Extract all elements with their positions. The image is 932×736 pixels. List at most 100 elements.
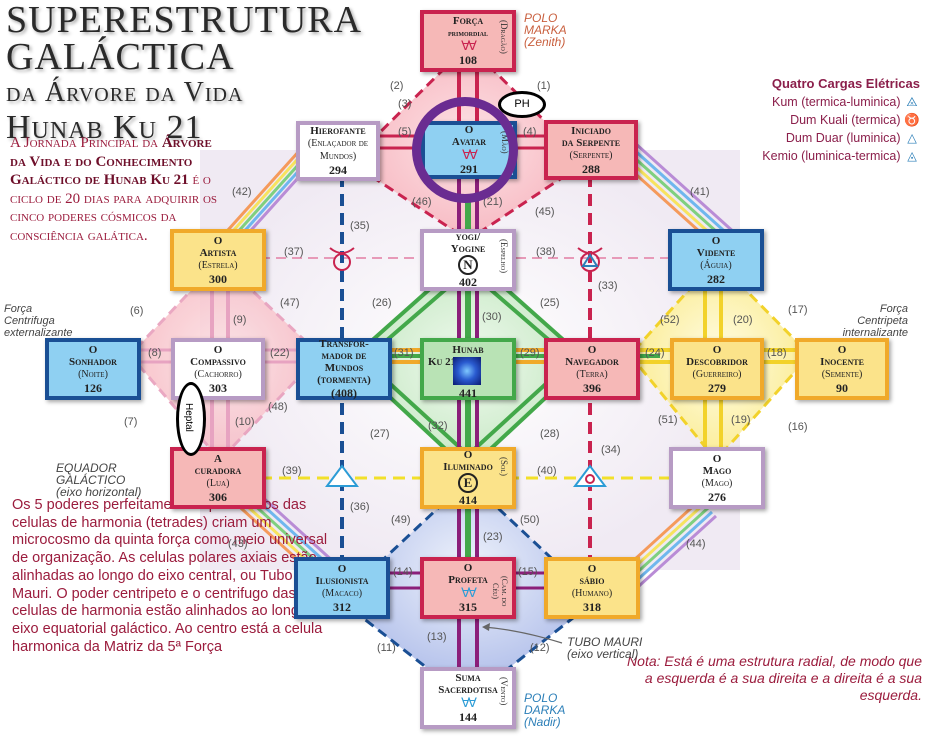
- path-number: (10): [235, 416, 255, 428]
- path-number: (20): [733, 314, 753, 326]
- path-number: (30): [482, 311, 502, 323]
- node-artista[interactable]: O Artista (Estrela) 300: [170, 229, 266, 291]
- title-line-1: SUPERESTRUTURA: [6, 0, 363, 41]
- path-number: (39): [282, 465, 302, 477]
- node-ilusionista[interactable]: O Ilusionista (Macaco) 312: [294, 557, 390, 619]
- path-number: (14): [393, 566, 413, 578]
- node-vidente[interactable]: O Vidente (Águia) 282: [668, 229, 764, 291]
- path-number: (22): [270, 347, 290, 359]
- path-number: (44): [686, 538, 706, 550]
- path-number: (43): [228, 538, 248, 550]
- path-number: (26): [372, 297, 392, 309]
- kum-icon: ⨻: [906, 95, 918, 109]
- dum-duar-icon: △: [907, 131, 917, 145]
- tubo-mauri-arrow: [482, 623, 563, 644]
- path-number: (48): [268, 401, 288, 413]
- node-suma-sacerdotisa[interactable]: Suma Sacerdotisa ∀∀ 144 (Vento): [420, 667, 516, 729]
- path-number: (33): [598, 280, 618, 292]
- electric-symbol-icon: ∀∀: [461, 695, 477, 710]
- path-number: (36): [350, 501, 370, 513]
- path-number: (32): [428, 420, 448, 432]
- path-number: (21): [483, 196, 503, 208]
- node-profeta[interactable]: O Profeta ∀∀ 315 (Cam. do Céu): [420, 557, 516, 619]
- electric-symbol-icon: ∀∀: [461, 38, 477, 53]
- legend-title: Quatro Cargas Elétricas: [771, 76, 920, 91]
- path-number: (51): [658, 414, 678, 426]
- path-number: (1): [537, 80, 551, 92]
- node-iluminado[interactable]: O Iluminado E 414 (Sol): [420, 447, 516, 509]
- legend-item: Dum Duar (luminica) △: [762, 129, 920, 147]
- node-inocente[interactable]: O Inocente (Semente) 90: [795, 338, 889, 400]
- node-iniciado-da-serpente[interactable]: Iniciado da Serpente (Serpente) 288: [544, 120, 638, 180]
- title-line-2: GALÁCTICA: [6, 36, 235, 78]
- path-number: (6): [130, 305, 144, 317]
- path-number: (16): [788, 421, 808, 433]
- path-number: (45): [535, 206, 555, 218]
- description-text: Os 5 poderes perfeitamente equili-brados…: [12, 497, 328, 655]
- circled-e-icon: E: [458, 473, 478, 493]
- avatar-highlight-ring: [412, 97, 518, 203]
- node-forca-primordial[interactable]: Força primordial ∀∀ 108 (Dragão): [420, 10, 516, 72]
- path-number: (31): [394, 347, 414, 359]
- path-number: (4): [523, 126, 537, 138]
- path-number: (41): [690, 186, 710, 198]
- node-sonhador[interactable]: O Sonhador (Noite) 126: [45, 338, 141, 400]
- page-title: SUPERESTRUTURA GALÁCTICA da Árvore da Vi…: [6, 0, 363, 146]
- path-number: (28): [540, 428, 560, 440]
- path-number: (24): [645, 347, 665, 359]
- path-number: (23): [483, 531, 503, 543]
- kum-symbol: [577, 247, 603, 272]
- path-number: (37): [284, 246, 304, 258]
- legend: Quatro Cargas Elétricas Kum (termica-lum…: [762, 76, 920, 165]
- legend-item: Dum Kuali (termica) ♉: [790, 113, 920, 127]
- path-number: (38): [536, 246, 556, 258]
- path-number: (7): [124, 416, 138, 428]
- title-line-3: da Árvore da Vida: [6, 77, 244, 108]
- node-curadora[interactable]: A curadora (Lua) 306: [170, 447, 266, 509]
- ph-annotation: PH: [498, 91, 546, 118]
- node-hierofante[interactable]: Hierofante (Enlaçador de Mundos) 294: [296, 121, 380, 181]
- electric-symbol-icon: ∀∀: [461, 585, 477, 600]
- path-number: (34): [601, 444, 621, 456]
- path-number: (18): [767, 347, 787, 359]
- path-number: (3): [398, 98, 412, 110]
- path-number: (29): [520, 347, 540, 359]
- path-number: (47): [280, 297, 300, 309]
- path-number: (42): [232, 186, 252, 198]
- path-number: (25): [540, 297, 560, 309]
- path-number: (8): [148, 347, 162, 359]
- dum-duar-symbol: [325, 464, 359, 487]
- kemio-icon: ◬: [907, 149, 917, 163]
- title-line-4: Hunab Ku 21: [6, 109, 203, 146]
- node-transformador-de-mundos[interactable]: Transfor- mador de Mundos (tormenta) (40…: [296, 338, 392, 400]
- dum-kuali-icon: ♉: [904, 113, 920, 127]
- legend-item: Kemio (luminica-termica) ◬: [762, 147, 920, 165]
- path-number: (5): [398, 126, 412, 138]
- path-number: (35): [350, 220, 370, 232]
- circled-n-icon: N: [458, 255, 478, 275]
- note-text: Nota: Está é uma estrutura radial, de mo…: [627, 653, 922, 703]
- node-yogi-yogine[interactable]: yogi/ Yogine N 402 (Espelho): [420, 229, 516, 291]
- path-number: (27): [370, 428, 390, 440]
- node-mago[interactable]: O Mago (Mago) 276: [669, 447, 765, 509]
- intro-text: A Jornada Principal da Árvore da Vida e …: [10, 135, 218, 244]
- path-number: (49): [391, 514, 411, 526]
- kemio-symbol: [573, 464, 607, 487]
- path-number: (11): [377, 642, 396, 654]
- path-number: (12): [530, 642, 550, 654]
- node-navegador[interactable]: O Navegador (Terra) 396: [544, 338, 640, 400]
- dum-kuali-symbol: [329, 247, 355, 271]
- path-number: (19): [731, 414, 751, 426]
- path-number: (9): [233, 314, 247, 326]
- node-descobridor[interactable]: O Descobridor (Guerreiro) 279: [670, 338, 764, 400]
- legend-item: Kum (termica-luminica) ⨻: [762, 93, 920, 111]
- hunab-ku-image: [453, 357, 481, 385]
- node-sabio[interactable]: O sábio (Humano) 318: [544, 557, 640, 619]
- path-number: (50): [520, 514, 540, 526]
